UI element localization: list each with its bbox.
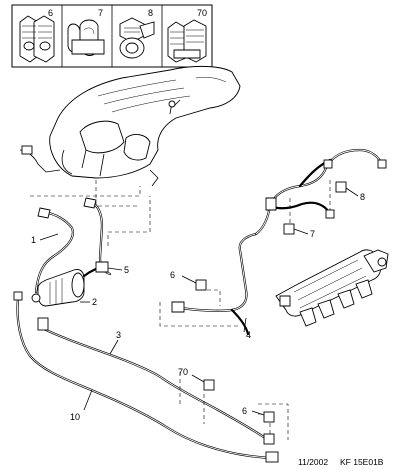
clip-6-marker-upper [181,275,207,291]
leader-3 [109,339,119,355]
callout-2: 2 [92,297,97,307]
clip-6-icon [19,15,55,63]
tank-leader-left [30,186,141,197]
box-4-leader [159,289,240,327]
injector-pipes [254,148,387,236]
clip-70-marker [191,374,215,391]
tank-leader-right [107,196,151,246]
callout-10: 10 [70,412,80,422]
clip-7-icon [67,19,105,56]
clip-7-label: 7 [98,8,103,18]
callout-7: 7 [310,229,315,239]
footer-code: KF 15E01B [340,457,384,467]
clip-70-label: 70 [197,8,207,18]
clip-70-icon [167,19,207,63]
leader-5 [107,267,123,271]
fuel-rail [275,249,389,327]
callout-1: 1 [31,235,36,245]
clip-legend: 6 7 8 70 [11,4,213,68]
pipe-part-3 [37,317,270,442]
pipe-part-10 [13,291,279,463]
clip-7-marker [283,223,309,235]
leader-10 [83,389,93,411]
fuel-filter-part-2 [31,264,106,307]
pipe-part-5 [83,197,112,276]
fuel-tank [19,65,241,187]
pipe-part-1 [34,207,74,294]
callout-6-lower: 6 [242,406,247,416]
clip-8-marker [335,181,359,197]
callout-8: 8 [360,192,365,202]
callout-3: 3 [116,330,121,340]
clip-6-label: 6 [48,8,53,18]
pipe-part-4 [171,232,258,336]
lower-leader-left [179,372,205,424]
clip-8-icon [119,17,155,59]
leader-1 [39,233,59,241]
callout-4: 4 [246,330,251,340]
clip-6-marker-lower [251,410,275,423]
pipe-leader-upper [289,180,331,224]
callout-70: 70 [178,367,188,377]
callout-6-upper: 6 [170,270,175,280]
leader-4 [243,317,247,333]
clip-8-label: 8 [148,8,153,18]
footer-date: 11/2002 [298,457,328,467]
callout-5: 5 [124,265,129,275]
tank-leader-mid [95,180,140,207]
